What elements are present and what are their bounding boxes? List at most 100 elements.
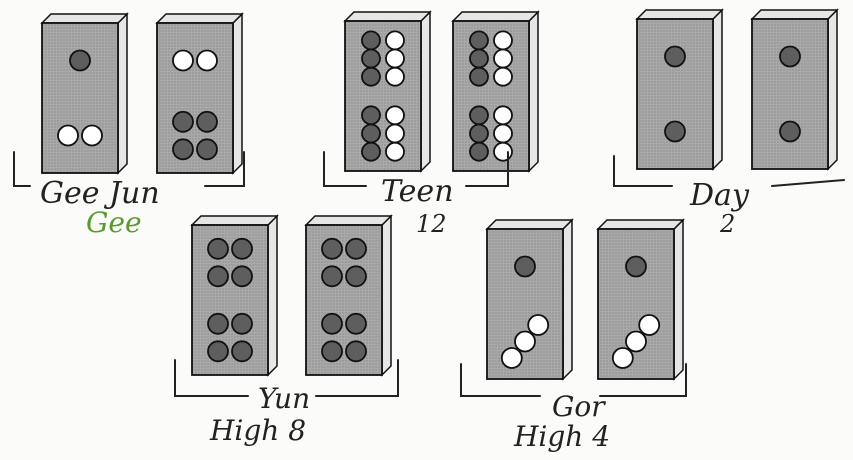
tile-side [233, 14, 242, 173]
bottom-pip [626, 332, 646, 352]
bottom-pip [362, 106, 380, 124]
tile-face [306, 225, 382, 375]
tile-face [752, 19, 828, 169]
top-pip [346, 239, 366, 259]
top-pip [362, 31, 380, 49]
tile-side [529, 12, 538, 171]
tile-side [118, 14, 127, 173]
bottom-pip [639, 315, 659, 335]
top-pip [70, 51, 90, 71]
bottom-pip [346, 341, 366, 361]
bottom-pip [528, 315, 548, 335]
top-pip [232, 239, 252, 259]
top-pip [494, 50, 512, 68]
top-pip [494, 68, 512, 86]
bottom-pip [58, 126, 78, 146]
domino-tile [192, 216, 277, 375]
bottom-pip [208, 314, 228, 334]
tile-top-edge [752, 10, 837, 19]
bottom-pip [665, 122, 685, 142]
bottom-pip [197, 139, 217, 159]
top-pip [362, 68, 380, 86]
domino-tile [637, 10, 722, 169]
top-pip [626, 257, 646, 277]
bottom-pip [173, 139, 193, 159]
tile-side [268, 216, 277, 375]
bottom-pip [494, 125, 512, 143]
gor-note: High 4 [514, 420, 610, 453]
domino-tile [487, 220, 572, 379]
top-pip [386, 31, 404, 49]
bottom-pip [82, 126, 102, 146]
top-pip [232, 266, 252, 286]
teen-label: Teen [381, 174, 454, 209]
tile-top-edge [157, 14, 242, 23]
top-pip [208, 239, 228, 259]
top-pip [322, 239, 342, 259]
tile-top-edge [453, 12, 538, 21]
bottom-pip [208, 341, 228, 361]
bottom-pip [322, 341, 342, 361]
tile-face [637, 19, 713, 169]
bottom-pip [322, 314, 342, 334]
bottom-pip [470, 106, 488, 124]
top-pip [470, 68, 488, 86]
bottom-pip [613, 348, 633, 368]
yun-label: Yun [258, 382, 310, 415]
tile-top-edge [598, 220, 683, 229]
bottom-pip [173, 112, 193, 132]
bottom-pip [386, 125, 404, 143]
top-pip [386, 68, 404, 86]
bottom-pip [515, 332, 535, 352]
bottom-pip [362, 125, 380, 143]
top-pip [173, 51, 193, 71]
bottom-pip [386, 106, 404, 124]
top-pip [322, 266, 342, 286]
bottom-pip [346, 314, 366, 334]
tile-side [421, 12, 430, 171]
bottom-pip [232, 314, 252, 334]
bottom-pip [470, 143, 488, 161]
bottom-pip [780, 122, 800, 142]
bottom-pip [362, 143, 380, 161]
domino-tile [453, 12, 538, 171]
top-pip [470, 50, 488, 68]
tile-side [382, 216, 391, 375]
top-pip [470, 31, 488, 49]
top-pip [780, 47, 800, 67]
bottom-pip [470, 125, 488, 143]
day-label: Day [690, 178, 749, 213]
top-pip [197, 51, 217, 71]
domino-tile [306, 216, 391, 375]
tile-top-edge [42, 14, 127, 23]
tile-side [674, 220, 683, 379]
tile-side [563, 220, 572, 379]
tile-face [487, 229, 563, 379]
gee-jun-note: Gee [86, 206, 142, 239]
bottom-pip [502, 348, 522, 368]
bottom-pip [197, 112, 217, 132]
domino-tile [42, 14, 127, 173]
top-pip [208, 266, 228, 286]
bottom-pip [386, 143, 404, 161]
day-note: 2 [720, 210, 735, 238]
bottom-pip [232, 341, 252, 361]
tile-face [345, 21, 421, 171]
tile-top-edge [306, 216, 391, 225]
tile-face [598, 229, 674, 379]
tile-side [713, 10, 722, 169]
yun-note: High 8 [210, 414, 306, 447]
bottom-pip [494, 106, 512, 124]
tile-face [453, 21, 529, 171]
top-pip [346, 266, 366, 286]
domino-tile [598, 220, 683, 379]
domino-tile [157, 14, 242, 173]
tile-side [828, 10, 837, 169]
tile-top-edge [487, 220, 572, 229]
top-pip [386, 50, 404, 68]
teen-note: 12 [416, 210, 447, 238]
top-pip [515, 257, 535, 277]
top-pip [494, 31, 512, 49]
tile-top-edge [637, 10, 722, 19]
gor-label: Gor [552, 390, 605, 423]
